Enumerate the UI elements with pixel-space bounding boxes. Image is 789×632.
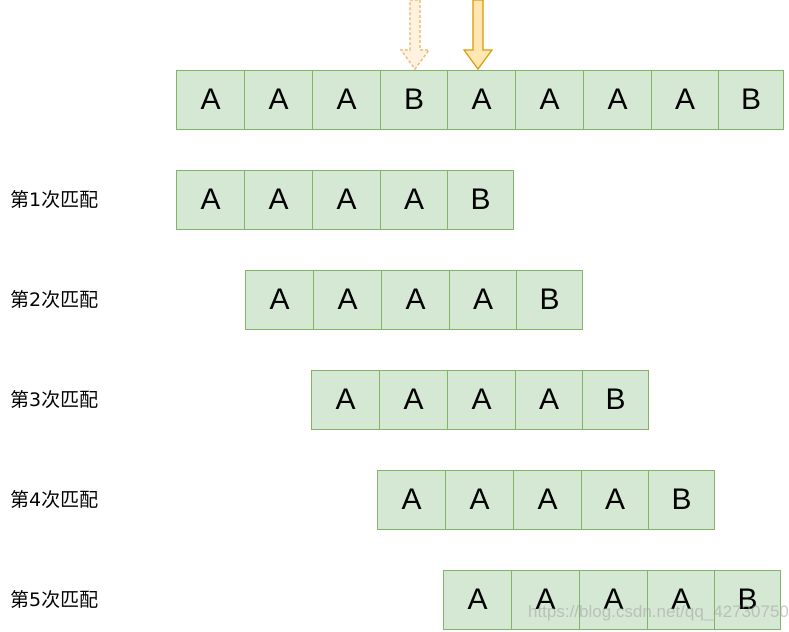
- text-char-cell: A: [448, 70, 516, 130]
- pattern-char-cell: B: [583, 370, 649, 430]
- match-attempt-label: 第2次匹配: [10, 289, 99, 311]
- match-attempt-label: 第3次匹配: [10, 389, 99, 411]
- pattern-char-cell: A: [446, 470, 514, 530]
- text-char-cell: A: [313, 70, 381, 130]
- text-char-cell: B: [381, 70, 448, 130]
- pattern-char-cell: A: [314, 270, 382, 330]
- watermark: https://blog.csdn.net/qq_42730750: [528, 602, 789, 621]
- pattern-char-cell: A: [444, 570, 512, 630]
- current-position-arrow-icon: [462, 0, 494, 71]
- pattern-char-cell: A: [312, 370, 380, 430]
- pattern-char-cell: B: [448, 170, 514, 230]
- pattern-char-cell: A: [512, 570, 580, 630]
- previous-position-arrow-icon: [399, 0, 431, 71]
- text-char-cell: A: [516, 70, 584, 130]
- pattern-char-cell: A: [245, 170, 313, 230]
- pattern-char-cell: A: [514, 470, 582, 530]
- pattern-char-cell: B: [649, 470, 715, 530]
- text-char-cell: A: [245, 70, 313, 130]
- text-char-cell: A: [177, 70, 245, 130]
- match-attempt-label: 第5次匹配: [10, 589, 99, 611]
- pattern-char-cell: A: [381, 170, 448, 230]
- pattern-char-cell: A: [448, 370, 516, 430]
- pattern-char-cell: A: [177, 170, 245, 230]
- match-attempt-label: 第4次匹配: [10, 489, 99, 511]
- pattern-char-cell: B: [715, 570, 781, 630]
- pattern-char-cell: B: [517, 270, 583, 330]
- pattern-char-cell: A: [313, 170, 381, 230]
- match-attempt-label: 第1次匹配: [10, 189, 99, 211]
- pattern-char-cell: A: [382, 270, 450, 330]
- text-char-cell: B: [719, 70, 784, 130]
- pattern-char-cell: A: [516, 370, 583, 430]
- pattern-char-cell: A: [380, 370, 448, 430]
- pattern-char-cell: A: [246, 270, 314, 330]
- pattern-char-cell: A: [582, 470, 649, 530]
- pattern-char-cell: A: [450, 270, 517, 330]
- pattern-char-cell: A: [648, 570, 715, 630]
- text-char-cell: A: [652, 70, 719, 130]
- pattern-char-cell: A: [580, 570, 648, 630]
- text-char-cell: A: [584, 70, 652, 130]
- pattern-char-cell: A: [378, 470, 446, 530]
